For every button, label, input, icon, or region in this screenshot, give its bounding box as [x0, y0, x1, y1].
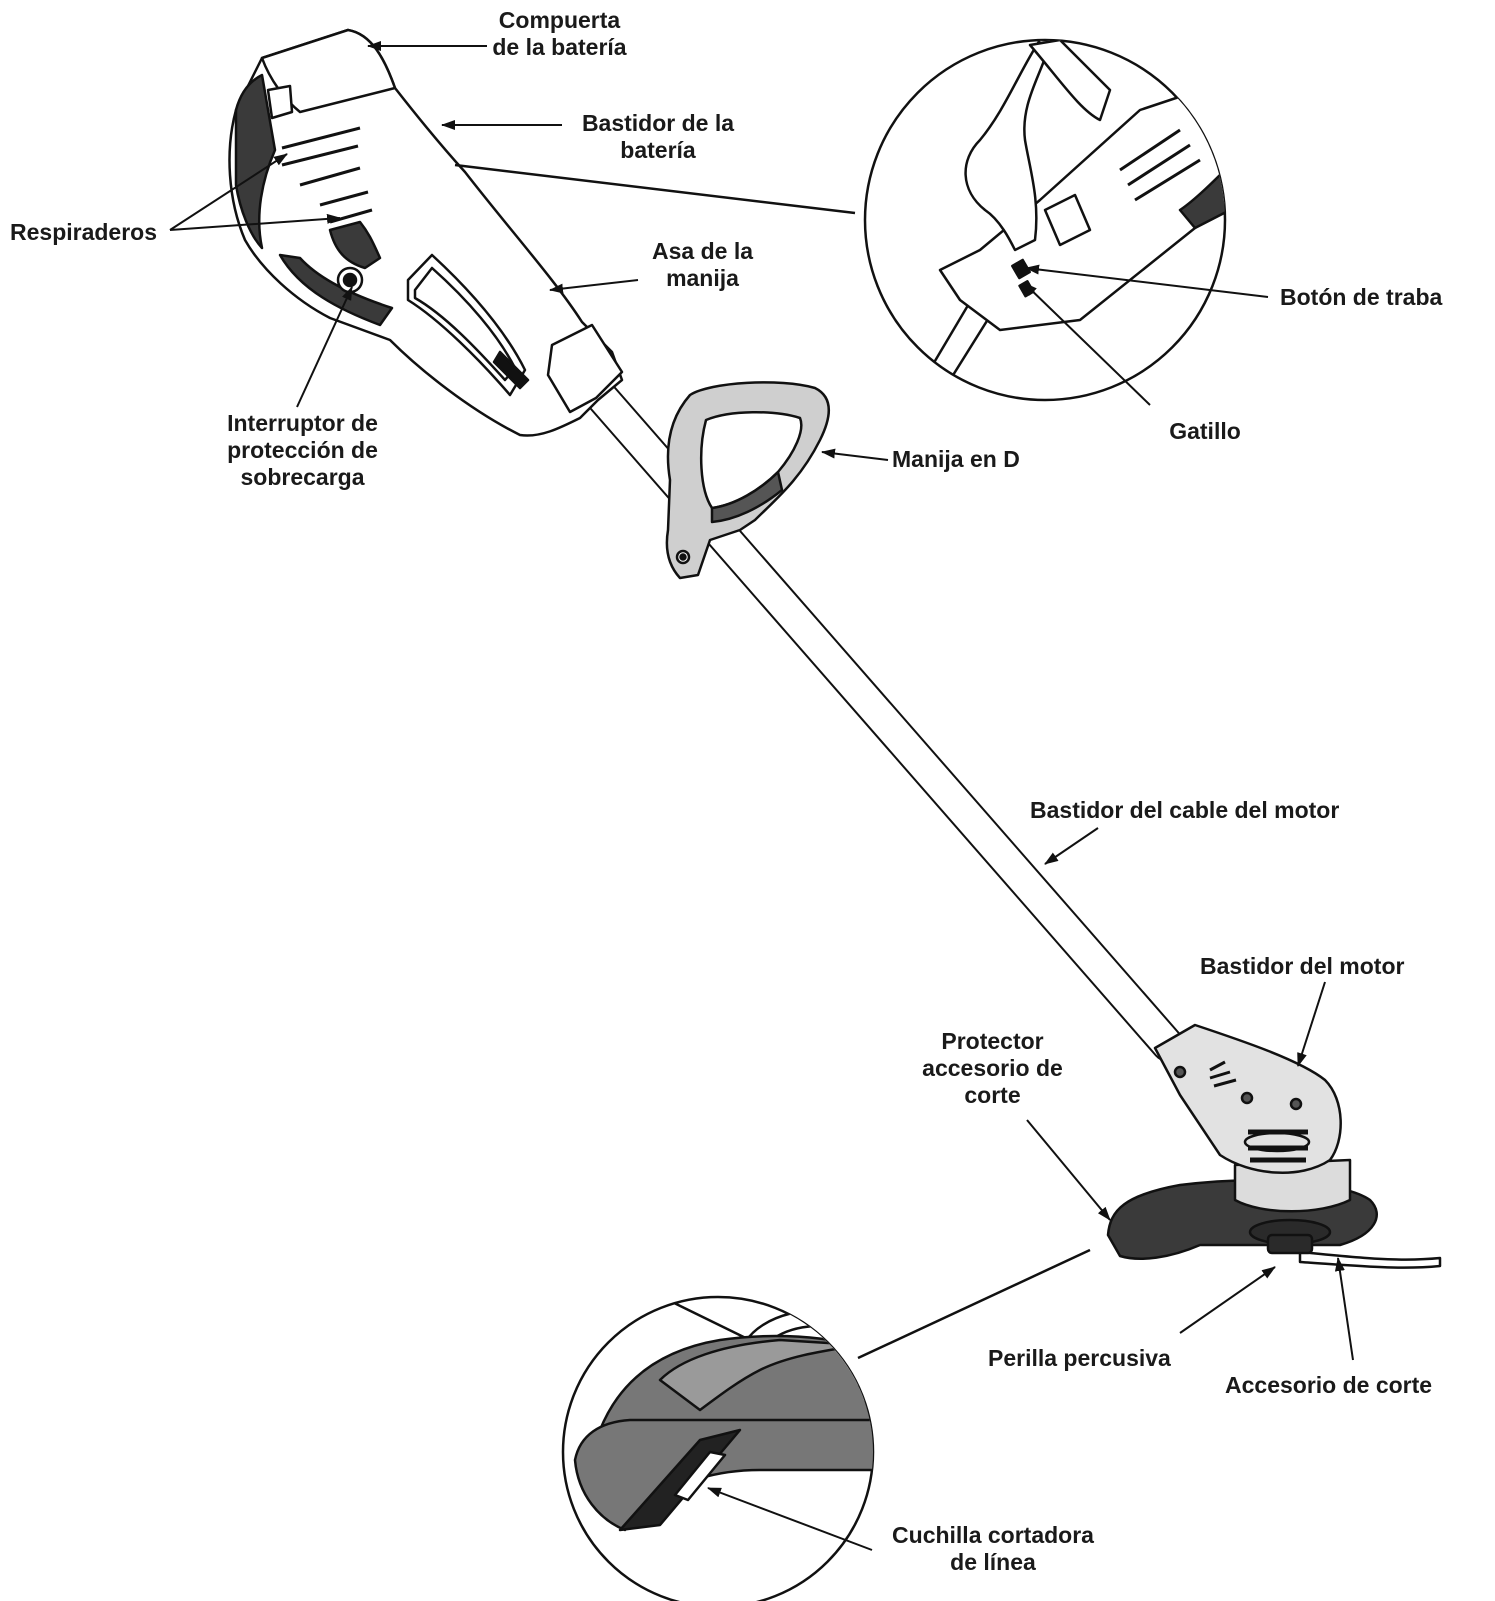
- leader-lines: [169, 41, 1354, 1551]
- lock-button-label: Botón de traba: [1280, 284, 1443, 310]
- motor-head-illustration: [1106, 1023, 1442, 1269]
- overload-switch-label: Interruptor de protección de sobrecarga: [227, 410, 378, 490]
- d-handle-label: Manija en D: [892, 446, 1020, 472]
- battery-housing-illustration: [228, 28, 624, 437]
- guard-zoom-inset: [561, 1295, 875, 1601]
- guard-label: Protector accesorio de corte: [922, 1028, 1063, 1108]
- trigger-label: Gatillo: [1169, 418, 1241, 444]
- line-cutter-blade-label: Cuchilla cortadora de línea: [892, 1522, 1094, 1575]
- bump-knob-label: Perilla percusiva: [988, 1345, 1171, 1371]
- cutting-attachment-label: Accesorio de corte: [1225, 1372, 1433, 1398]
- battery-door-label: Compuerta de la batería: [492, 7, 627, 60]
- motor-cable-housing-label: Bastidor del cable del motor: [1030, 797, 1340, 823]
- vents-label: Respiraderos: [10, 219, 158, 245]
- battery-housing-label: Bastidor de la batería: [581, 110, 735, 163]
- handle-grip-label: Asa de la manija: [652, 238, 753, 291]
- d-handle-illustration: [665, 381, 830, 580]
- trigger-zoom-inset: [863, 38, 1227, 402]
- motor-housing-label: Bastidor del motor: [1200, 953, 1405, 979]
- inset-connectors: [454, 163, 1091, 1360]
